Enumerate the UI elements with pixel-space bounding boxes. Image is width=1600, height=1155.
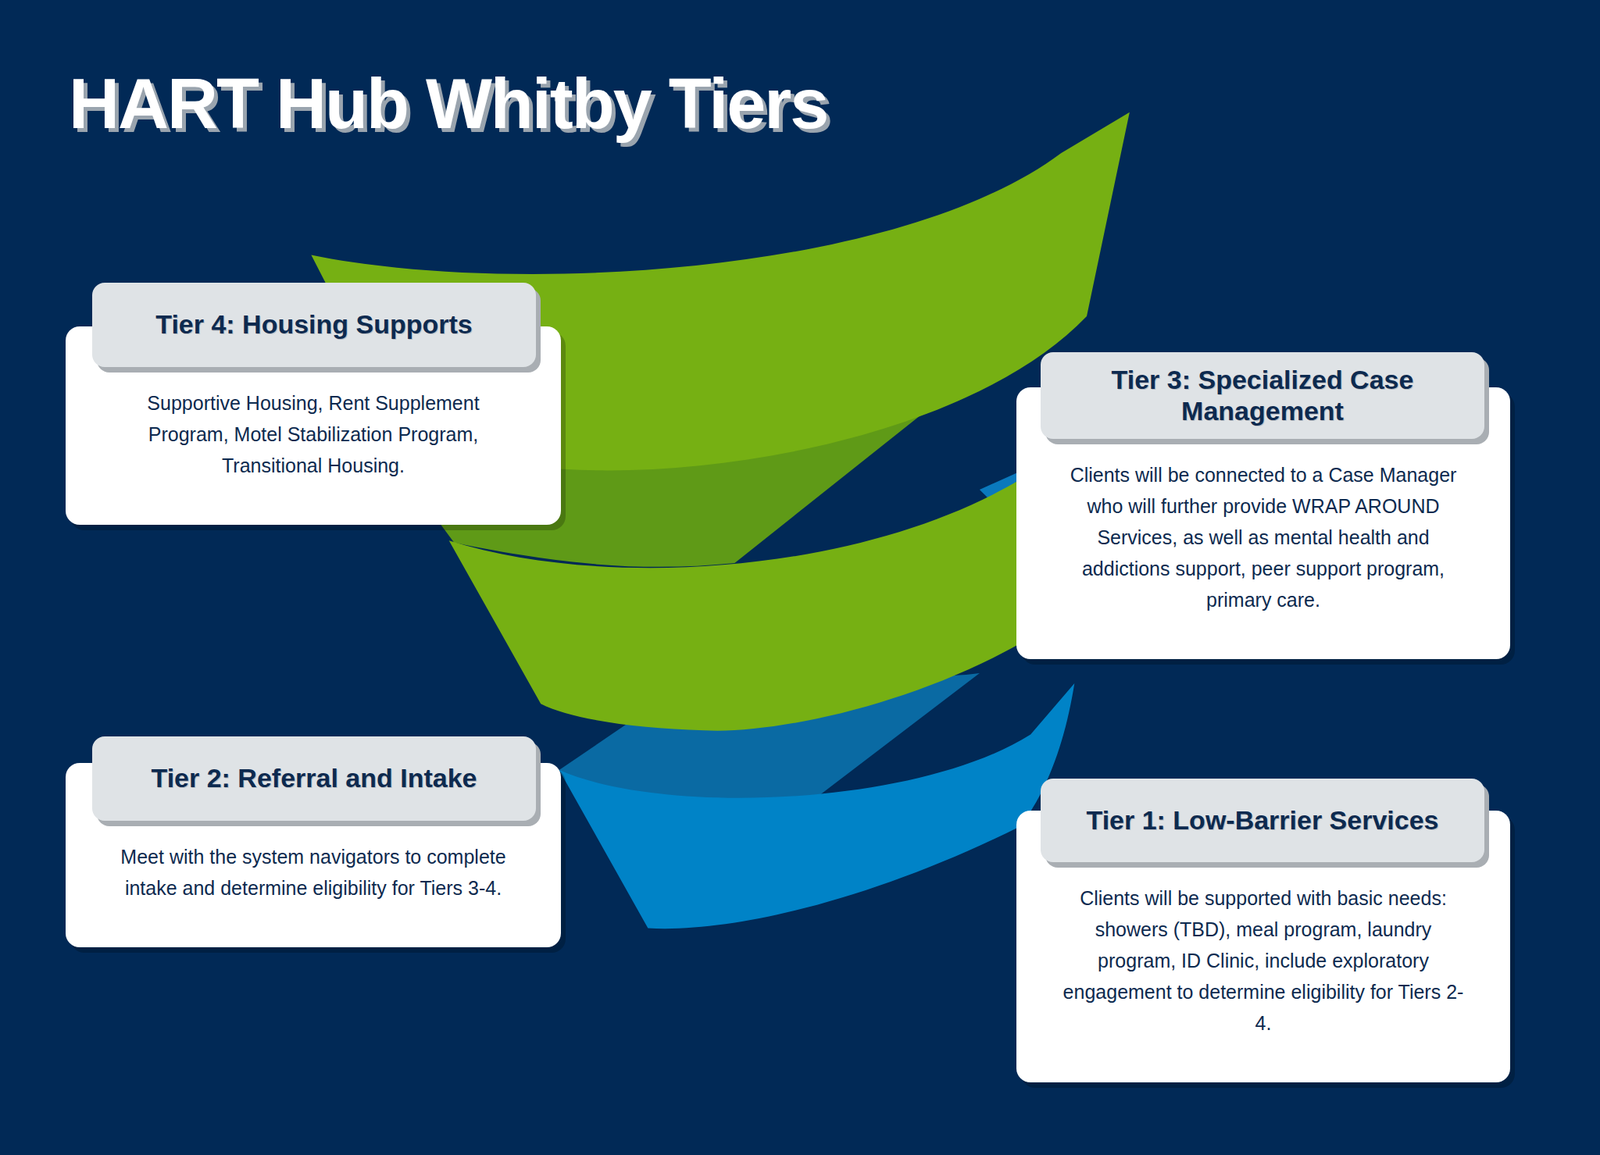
tier-heading-tab: Tier 3: Specialized Case Management [1040,352,1485,440]
tier-heading-tab: Tier 4: Housing Supports [92,282,536,368]
tier-heading: Tier 2: Referral and Intake [151,763,478,794]
tier-description: Clients will be supported with basic nee… [1060,882,1467,1040]
tier-heading: Tier 1: Low-Barrier Services [1085,805,1439,836]
tier-description: Supportive Housing, Rent Supplement Prog… [109,387,518,482]
tier-description: Meet with the system navigators to compl… [109,841,518,904]
tier-card: Tier 3: Specialized Case ManagementClien… [1016,352,1511,660]
tier-heading-tab: Tier 2: Referral and Intake [92,736,536,822]
tier-card: Tier 4: Housing SupportsSupportive Housi… [65,282,561,525]
tier-card: Tier 1: Low-Barrier ServicesClients will… [1016,778,1511,1083]
tier-card: Tier 2: Referral and IntakeMeet with the… [65,736,561,948]
diagram-title: HART Hub Whitby Tiers [68,64,828,145]
tier-heading: Tier 3: Specialized Case Management [1056,364,1469,426]
tier-description: Clients will be connected to a Case Mana… [1060,459,1467,616]
tier-heading-tab: Tier 1: Low-Barrier Services [1040,778,1485,863]
tier-heading: Tier 4: Housing Supports [155,309,473,340]
